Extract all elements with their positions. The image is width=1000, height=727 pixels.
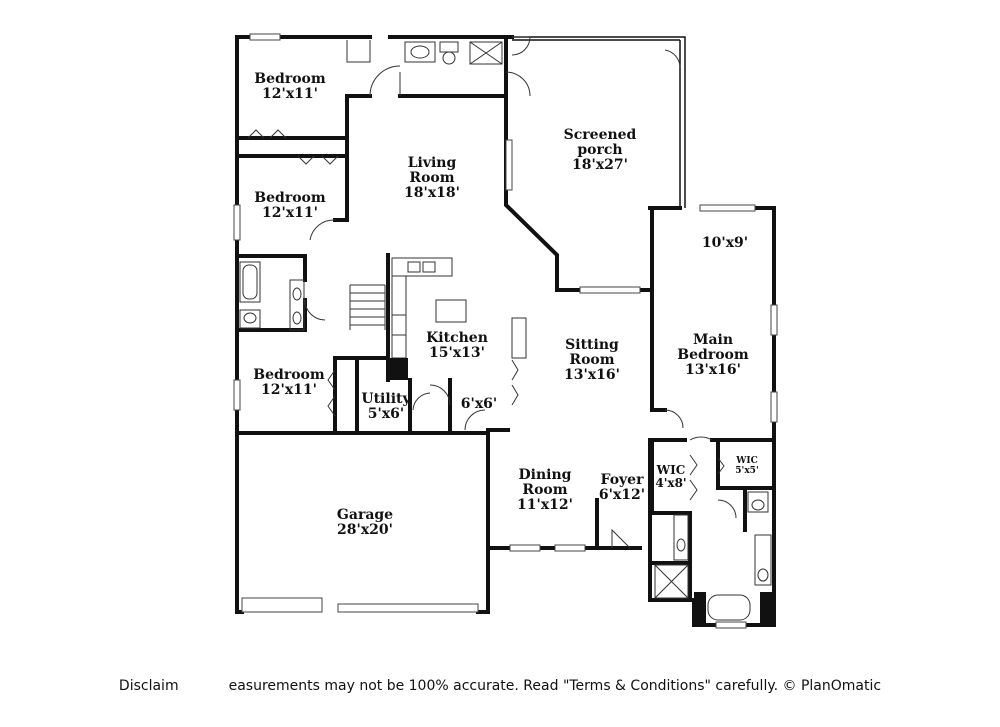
room-label-utility: Utility 5'x6' [361,392,410,422]
room-name-line1: Screened [563,127,637,143]
room-label-main-bedroom: Main Bedroom 13'x16' [677,333,748,378]
room-label-kitchen: Kitchen 15'x13' [426,331,488,361]
room-dims: 12'x11' [262,86,318,102]
room-name: Bedroom [254,190,326,206]
disclaimer-text: Disclaim easurements may not be 100% accu… [0,676,1000,694]
room-label-wic-left: WIC 4'x8' [655,464,686,490]
windows [233,33,778,629]
closet-doors [247,129,725,501]
room-label-nook: 10'x9' [702,236,748,251]
room-dims: 12'x11' [262,205,318,221]
room-dims: 15'x13' [429,345,485,361]
room-dims: 18'x18' [404,185,460,201]
room-label-hall: 6'x6' [461,397,497,412]
room-label-wic-right: WIC 5'x5' [735,456,758,476]
room-dims: 6'x6' [460,396,498,412]
room-name-line1: Living [407,155,457,171]
room-dims: 10'x9' [701,235,749,251]
room-label-porch: Screened porch 18'x27' [564,128,637,173]
room-label-bedroom-low: Bedroom 12'x11' [253,368,324,398]
room-name-line2: Room [569,352,615,368]
room-name: WIC [656,463,686,477]
room-label-sitting: Sitting Room 13'x16' [564,338,620,383]
room-name: WIC [736,456,758,466]
room-dims: 5'x6' [367,406,405,422]
room-name: Garage [336,507,394,523]
room-name: Bedroom [253,367,325,383]
room-dims: 11'x12' [517,497,573,513]
room-label-foyer: Foyer 6'x12' [599,473,645,503]
room-label-dining: Dining Room 11'x12' [517,468,573,513]
room-name-line2: porch [577,142,623,158]
room-name-line2: Bedroom [677,347,749,363]
disclaimer-rest: easurements may not be 100% accurate. Re… [228,678,882,694]
bathroom-fixtures [239,41,772,621]
interior-walls [235,38,776,602]
room-dims: 28'x20' [337,522,393,538]
room-label-bedroom-top: Bedroom 12'x11' [254,72,325,102]
room-dims: 13'x16' [685,362,741,378]
room-name: Bedroom [254,71,326,87]
room-name-line2: Room [522,482,568,498]
room-name-line1: Dining [518,467,572,483]
porch-screen [512,36,686,208]
room-label-garage: Garage 28'x20' [337,508,393,538]
text-redaction [178,676,229,690]
room-name: Kitchen [426,330,488,346]
doors [304,36,737,549]
room-dims: 5'x5' [735,466,759,476]
room-dims: 4'x8' [655,476,687,490]
disclaimer-start: Disclaim [118,678,179,694]
room-name-line1: Main [692,332,734,348]
room-label-living: Living Room 18'x18' [404,156,460,201]
room-name: Utility [361,391,411,407]
room-name-line2: Room [409,170,455,186]
room-dims: 12'x11' [261,382,317,398]
solid-blocks [388,358,774,625]
room-dims: 18'x27' [572,157,628,173]
room-dims: 6'x12' [598,487,646,503]
room-label-bedroom-mid: Bedroom 12'x11' [254,191,325,221]
room-name-line1: Sitting [565,337,619,353]
room-dims: 13'x16' [564,367,620,383]
room-name: Foyer [600,472,644,488]
